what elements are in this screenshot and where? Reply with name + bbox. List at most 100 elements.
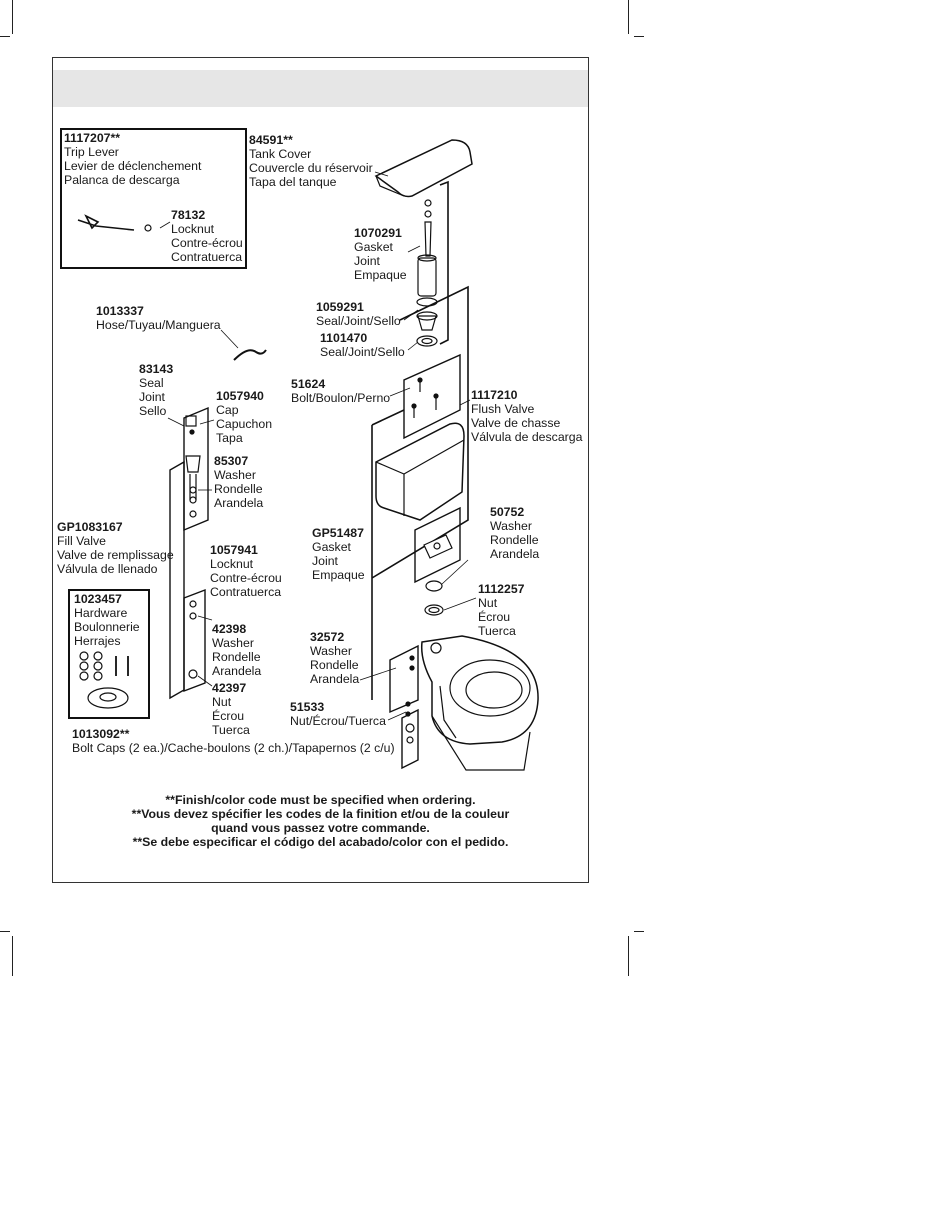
hose-desc: Hose/Tuyau/Manguera	[96, 318, 221, 332]
label-locknut-78132: 78132 Locknut Contre-écrou Contratuerca	[171, 208, 243, 264]
hardware-desc-es: Herrajes	[74, 634, 121, 648]
part-number-1059291: 1059291	[316, 300, 364, 314]
crop-mark-top-left-h	[0, 36, 10, 37]
nut-panel-51533	[401, 708, 419, 770]
tank-panel	[371, 409, 405, 578]
part-number-51533: 51533	[290, 700, 325, 714]
part-number-cap: 1057940	[216, 389, 264, 403]
part-number-42397: 42397	[212, 681, 247, 695]
tank-cover-desc-es: Tapa del tanque	[249, 175, 337, 189]
flush-valve-desc-en: Flush Valve	[471, 402, 535, 416]
gasket-1070291-desc-fr: Joint	[354, 254, 380, 268]
part-number-83143: 83143	[139, 362, 174, 376]
crop-mark-bottom-right-h	[634, 931, 644, 932]
crop-mark-top-left-v	[12, 0, 13, 34]
part-number-trip-lever: 1117207**	[64, 131, 121, 145]
label-bolt-51624: 51624 Bolt/Boulon/Perno	[291, 377, 390, 405]
fill-valve-desc-es: Válvula de llenado	[57, 562, 158, 576]
label-seal-1059291: 1059291 Seal/Joint/Sello	[316, 300, 401, 328]
label-gasket-gp51487: GP51487 Gasket Joint Empaque	[312, 526, 365, 582]
ordering-note-es: **Se debe especificar el código del acab…	[132, 835, 509, 849]
washer-85307-desc-en: Washer	[214, 468, 256, 482]
hardware-desc-en: Hardware	[74, 606, 128, 620]
crop-mark-top-right-h	[634, 36, 644, 37]
bolt-panel	[403, 353, 461, 440]
crop-mark-bottom-left-v	[12, 936, 13, 976]
part-number-1070291: 1070291	[354, 226, 402, 240]
part-number-gp51487: GP51487	[312, 526, 364, 540]
washer-32572-desc-en: Washer	[310, 644, 352, 658]
bolt-51624-desc: Bolt/Boulon/Perno	[291, 391, 391, 405]
cap-desc-en: Cap	[216, 403, 239, 417]
trip-lever-desc-fr: Levier de déclenchement	[64, 159, 202, 173]
part-number-50752: 50752	[490, 505, 525, 519]
seal-83143-desc-en: Seal	[139, 376, 164, 390]
locknut-1057941-desc-en: Locknut	[210, 557, 254, 571]
washer-50752-desc-en: Washer	[490, 519, 532, 533]
label-nut-42397: 42397 Nut Écrou Tuerca	[212, 681, 250, 737]
part-number-tank-cover: 84591**	[249, 133, 293, 147]
hardware-box	[68, 589, 150, 719]
flush-valve-desc-fr: Valve de chasse	[471, 416, 561, 430]
part-number-hose: 1013337	[96, 304, 144, 318]
crop-mark-bottom-right-v	[628, 936, 629, 976]
nut-1112257-desc-fr: Écrou	[478, 610, 511, 624]
label-cap: 1057940 Cap Capuchon Tapa	[216, 389, 272, 445]
nut-1112257-desc-es: Tuerca	[478, 624, 516, 638]
part-number-85307: 85307	[214, 454, 249, 468]
label-hardware: 1023457 Hardware Boulonnerie Herrajes	[74, 592, 140, 648]
gasket-1070291-desc-en: Gasket	[354, 240, 393, 254]
locknut-78132-desc-fr: Contre-écrou	[171, 236, 243, 250]
label-nut-51533: 51533 Nut/Écrou/Tuerca	[290, 700, 386, 728]
gasket-gp51487-desc-en: Gasket	[312, 540, 351, 554]
washer-42398-desc-es: Arandela	[212, 664, 262, 678]
nut-51533-desc: Nut/Écrou/Tuerca	[290, 714, 386, 728]
tank-cover-shape	[374, 139, 473, 198]
locknut-78132-desc-en: Locknut	[171, 222, 215, 236]
label-trip-lever: 1117207** Trip Lever Levier de déclenche…	[64, 131, 201, 187]
trip-lever-box	[60, 128, 247, 269]
washer-85307-desc-es: Arandela	[214, 496, 264, 510]
tank-cover-desc-en: Tank Cover	[249, 147, 312, 161]
crop-mark-top-right-v	[628, 0, 629, 34]
ordering-note-fr-2: quand vous passez votre commande.	[211, 821, 430, 835]
part-number-fill-valve: GP1083167	[57, 520, 123, 534]
washer-32572-desc-es: Arandela	[310, 672, 360, 686]
label-tank-cover: 84591** Tank Cover Couvercle du réservoi…	[249, 133, 373, 189]
label-bolt-caps: 1013092** Bolt Caps (2 ea.)/Cache-boulon…	[72, 727, 395, 755]
cap-desc-fr: Capuchon	[216, 417, 273, 431]
label-hose: 1013337 Hose/Tuyau/Manguera	[96, 304, 221, 332]
bolt-caps-desc: Bolt Caps (2 ea.)/Cache-boulons (2 ch.)/…	[72, 741, 395, 755]
washer-85307-desc-fr: Rondelle	[214, 482, 263, 496]
label-washer-42398: 42398 Washer Rondelle Arandela	[212, 622, 261, 678]
washer-42398-desc-en: Washer	[212, 636, 254, 650]
locknut-1057941-desc-es: Contratuerca	[210, 585, 282, 599]
label-flush-valve: 1117210 Flush Valve Valve de chasse Válv…	[471, 388, 582, 444]
part-number-1112257: 1112257	[478, 582, 525, 596]
tank-shape	[375, 422, 465, 521]
trip-lever-desc-es: Palanca de descarga	[64, 173, 180, 187]
fill-valve-desc-en: Fill Valve	[57, 534, 106, 548]
trip-lever-desc-en: Trip Lever	[64, 145, 119, 159]
ordering-note-fr-1: **Vous devez spécifier les codes de la f…	[131, 807, 510, 821]
washer-50752-desc-es: Arandela	[490, 547, 540, 561]
flush-valve-desc-es: Válvula de descarga	[471, 430, 583, 444]
label-nut-1112257: 1112257 Nut Écrou Tuerca	[478, 582, 525, 638]
nut-42397-desc-es: Tuerca	[212, 723, 250, 737]
label-seal-1101470: 1101470 Seal/Joint/Sello	[320, 331, 405, 359]
nut-1112257-desc-en: Nut	[478, 596, 498, 610]
label-washer-32572: 32572 Washer Rondelle Arandela	[310, 630, 359, 686]
part-number-bolt-caps: 1013092**	[72, 727, 130, 741]
tank-cover-strip	[439, 180, 449, 345]
ordering-note-en: **Finish/color code must be specified wh…	[165, 793, 476, 807]
tank-cover-desc-fr: Couvercle du réservoir	[249, 161, 373, 175]
locknut-strip	[183, 588, 206, 693]
label-locknut-1057941: 1057941 Locknut Contre-écrou Contratuerc…	[210, 543, 282, 599]
cap-desc-es: Tapa	[216, 431, 243, 445]
locknut-78132-desc-es: Contratuerca	[171, 250, 243, 264]
locknut-1057941-desc-fr: Contre-écrou	[210, 571, 282, 585]
seal-1101470-desc: Seal/Joint/Sello	[320, 345, 405, 359]
seal-83143-desc-es: Sello	[139, 404, 167, 418]
label-seal-83143: 83143 Seal Joint Sello	[139, 362, 173, 418]
gasket-panel	[414, 506, 461, 584]
